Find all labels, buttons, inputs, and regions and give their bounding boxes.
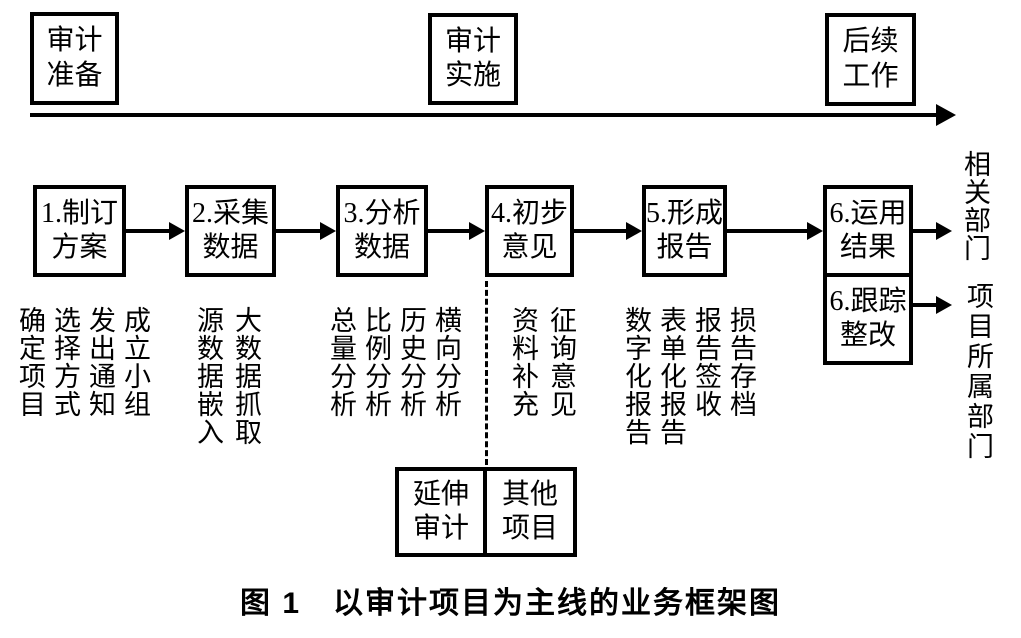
detail-column: 比例分析 [361,306,391,418]
detail-column: 报告签收 [691,306,721,418]
step-label-line1: 4.初步 [490,197,568,229]
step-label-line2: 整改 [839,320,896,351]
detail-column: 发出通知 [85,306,115,418]
step-box-3: 3.分析 数据 [336,185,428,277]
output-arrow-line [913,303,936,307]
phase-label-line1: 审计 [46,25,103,57]
flow-arrowhead-icon [807,222,823,240]
step-box-4: 4.初步 意见 [485,185,574,277]
flow-arrow-line [276,229,320,233]
branch-label-line2: 项目 [501,513,558,544]
branch-label-line1: 其他 [501,478,558,510]
step-label-line2: 数据 [353,232,410,263]
step-label-line2: 数据 [202,232,259,263]
step-label-line2: 方案 [51,232,108,263]
step-box-6: 6.运用 结果 [823,185,913,277]
phase-box-audit-preparation: 审计 准备 [30,12,119,105]
detail-column: 资料补充 [508,306,538,418]
step-label-line2: 报告 [656,232,713,263]
flow-arrow-line [126,229,170,233]
step-label-line2: 结果 [839,232,896,263]
branch-box-other-projects: 其他 项目 [483,467,577,557]
output-arrowhead-icon [936,296,952,314]
timeline-arrowhead-icon [936,104,956,126]
step-label-line2: 意见 [501,232,558,263]
step-5-details: 数字化报告 表单化报告 报告签收 损告存档 [621,306,756,446]
step-box-6-track: 6.跟踪 整改 [823,273,913,365]
flow-arrowhead-icon [169,222,185,240]
step-box-2: 2.采集 数据 [185,185,276,277]
step-label-line1: 1.制订 [40,197,118,229]
dashed-connector [485,281,488,465]
detail-column: 确定项目 [15,306,45,418]
phase-label-line1: 后续 [842,26,899,58]
detail-column: 成立小组 [120,306,150,418]
output-label-related-departments: 相关部门 [960,150,990,262]
step-3-details: 总量分析 比例分析 历史分析 横向分析 [326,306,461,418]
phase-label-line2: 实施 [444,60,501,91]
step-label-line1: 5.形成 [646,197,724,229]
output-label-project-owning-departments: 项目所属部门 [963,282,993,462]
branch-label-line1: 延伸 [412,478,469,510]
step-2-details: 源数据嵌入 大数据抓取 [193,306,261,446]
flow-arrow-line [727,229,807,233]
detail-column: 数字化报告 [621,306,651,446]
branch-box-extended-audit: 延伸 审计 [395,467,487,557]
branch-label-line2: 审计 [412,513,469,544]
step-label-line1: 6.跟踪 [829,285,907,317]
output-arrowhead-icon [936,222,952,240]
step-box-5: 5.形成 报告 [642,185,727,277]
step-box-1: 1.制订 方案 [33,185,126,277]
step-4-details: 资料补充 征询意见 [508,306,576,418]
detail-column: 源数据嵌入 [193,306,223,446]
detail-column: 损告存档 [726,306,756,418]
flow-arrowhead-icon [320,222,336,240]
phase-box-audit-implementation: 审计 实施 [428,13,518,105]
detail-column: 大数据抓取 [231,306,261,446]
detail-column: 征询意见 [546,306,576,418]
step-label-line1: 6.运用 [829,197,907,229]
step-label-line1: 3.分析 [343,197,421,229]
phase-label-line1: 审计 [444,25,501,57]
flow-arrow-line [574,229,626,233]
phase-label-line2: 工作 [842,60,899,92]
flow-arrow-line [428,229,469,233]
timeline-line [30,113,938,117]
detail-column: 表单化报告 [656,306,686,446]
phase-label-line2: 准备 [46,59,103,91]
detail-column: 横向分析 [431,306,461,418]
detail-column: 选择方式 [50,306,80,418]
output-arrow-line [913,229,936,233]
figure-caption: 图 1 以审计项目为主线的业务框架图 [239,587,782,620]
detail-column: 总量分析 [326,306,356,418]
detail-column: 历史分析 [396,306,426,418]
flow-arrowhead-icon [469,222,485,240]
flow-arrowhead-icon [626,222,642,240]
step-1-details: 确定项目 选择方式 发出通知 成立小组 [15,306,150,418]
phase-box-follow-up-work: 后续 工作 [825,13,916,106]
step-label-line1: 2.采集 [191,197,269,229]
